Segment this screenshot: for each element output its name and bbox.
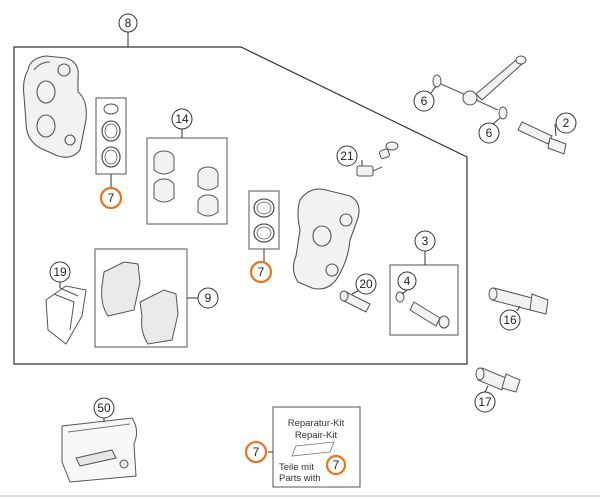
seal-set-left xyxy=(95,97,127,188)
brake-pad-set xyxy=(94,248,198,348)
svg-text:14: 14 xyxy=(175,112,189,126)
callout-17: 17 xyxy=(474,391,496,413)
leader-6b xyxy=(492,117,501,125)
svg-text:9: 9 xyxy=(205,291,212,305)
axle-bolt-assembly xyxy=(432,55,567,155)
svg-text:6: 6 xyxy=(421,94,428,108)
repair-kit-line-1: Reparatur-Kit xyxy=(288,418,345,429)
svg-text:7: 7 xyxy=(108,191,115,205)
callout-21: 21 xyxy=(336,145,358,167)
leader-20 xyxy=(351,290,359,295)
svg-text:20: 20 xyxy=(359,277,373,291)
callout-4: 4 xyxy=(397,271,417,291)
callout-3: 3 xyxy=(414,230,436,252)
leader-16 xyxy=(516,305,521,312)
svg-text:7: 7 xyxy=(333,458,340,472)
svg-text:19: 19 xyxy=(53,265,67,279)
repair-kit-line-4: Parts with xyxy=(279,473,321,484)
callout-50: 50 xyxy=(93,397,115,419)
svg-text:2: 2 xyxy=(563,116,570,130)
callout-14: 14 xyxy=(171,108,193,130)
callout-9: 9 xyxy=(197,287,219,309)
callout-8: 8 xyxy=(118,13,138,33)
callout-6-bottom: 6 xyxy=(478,122,500,144)
callout-2: 2 xyxy=(555,112,577,134)
callout-6-top: 6 xyxy=(413,90,435,112)
callout-7-left-highlight: 7 xyxy=(99,186,123,210)
caliper-body-left xyxy=(22,55,87,158)
mounting-bolt-16 xyxy=(488,287,549,315)
piston-set xyxy=(146,129,228,225)
callout-7-kit-left-highlight: 7 xyxy=(244,440,268,464)
pad-spring xyxy=(45,285,87,345)
bleed-screw xyxy=(356,141,399,177)
svg-text:6: 6 xyxy=(486,126,493,140)
caliper-body-center xyxy=(292,188,360,290)
seal-set-center xyxy=(248,190,280,262)
callout-19: 19 xyxy=(49,261,71,283)
caliper-assembly-frame xyxy=(13,46,468,365)
svg-text:16: 16 xyxy=(503,313,517,327)
svg-text:17: 17 xyxy=(478,395,492,409)
svg-text:8: 8 xyxy=(125,16,132,30)
svg-text:3: 3 xyxy=(422,234,429,248)
callout-7-kit-inner-highlight: 7 xyxy=(325,454,347,476)
svg-text:7: 7 xyxy=(253,445,260,459)
repair-kit-bag xyxy=(61,417,138,483)
svg-text:4: 4 xyxy=(404,274,411,288)
guide-pin-set xyxy=(389,251,459,336)
leader-17 xyxy=(484,385,489,393)
leader-4 xyxy=(401,289,408,295)
callout-20: 20 xyxy=(355,273,377,295)
leader-6a xyxy=(430,85,437,94)
svg-text:7: 7 xyxy=(258,265,265,279)
svg-text:50: 50 xyxy=(97,401,111,415)
pad-pin-bolt xyxy=(339,290,371,313)
mounting-bolt-17 xyxy=(475,367,521,393)
brand-logo xyxy=(291,441,335,457)
repair-kit-line-3: Teile mit xyxy=(279,462,314,473)
leader-2 xyxy=(554,123,557,137)
callout-16: 16 xyxy=(499,309,521,331)
svg-text:21: 21 xyxy=(340,149,354,163)
repair-kit-label-box: Reparatur-Kit Repair-Kit Teile mit Parts… xyxy=(272,406,361,488)
repair-kit-line-2: Repair-Kit xyxy=(295,430,338,441)
callout-7-center-highlight: 7 xyxy=(249,260,273,284)
